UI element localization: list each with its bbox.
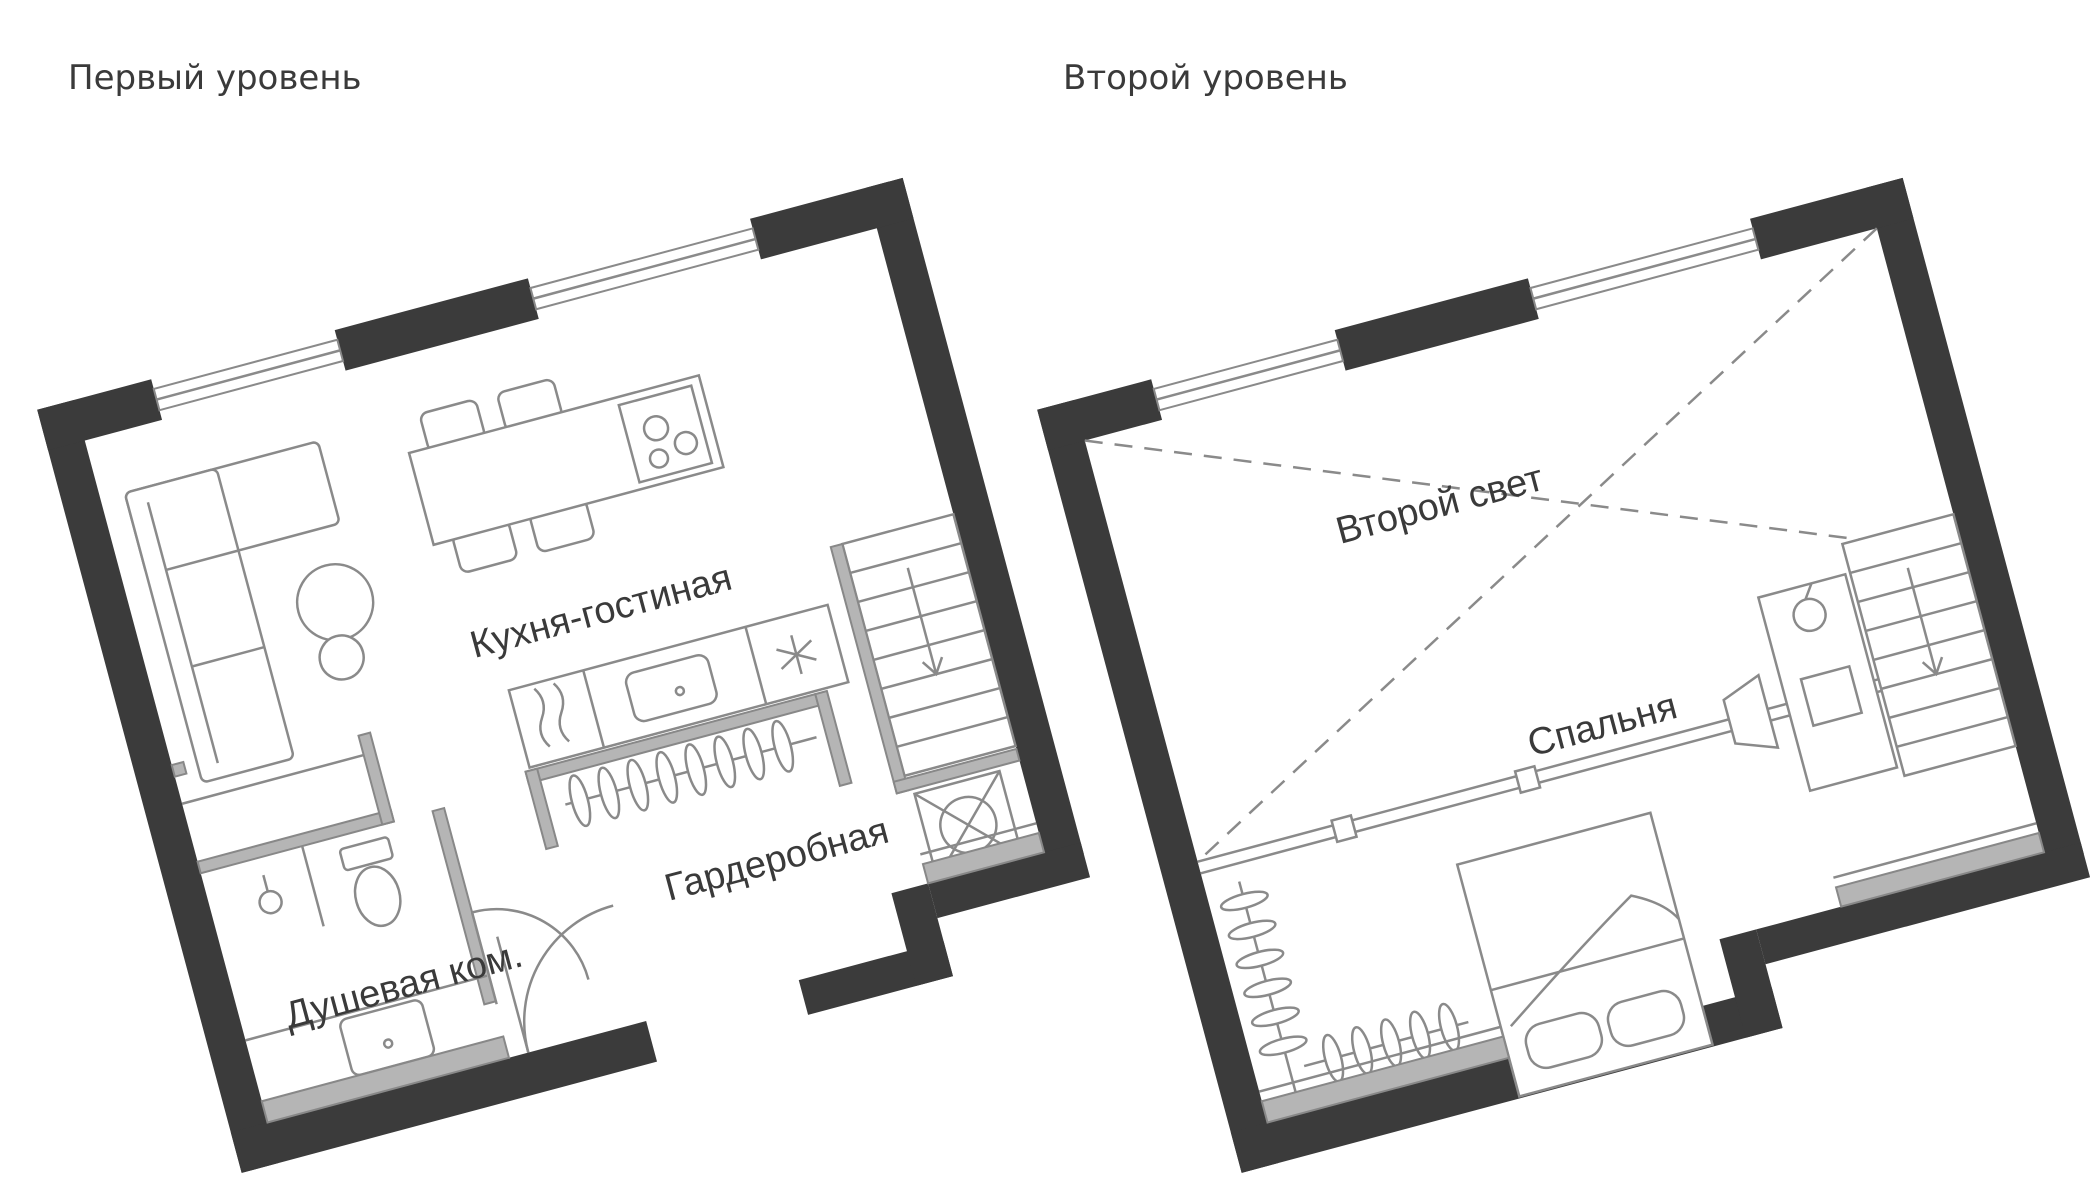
coffee-table: [295, 562, 375, 681]
sink-icon: [339, 999, 436, 1077]
entrance-door: [470, 904, 614, 1053]
double-height-void: [1084, 227, 1964, 863]
level-2-title: Второй уровень: [1063, 58, 1348, 98]
level-1-plan: Кухня-гостиная Душевая ком. Гардеробная: [37, 177, 1091, 1173]
shower-icon: [258, 874, 283, 915]
wardrobe: [524, 689, 853, 851]
kitchen-island: [407, 373, 725, 573]
snowflake-icon: [776, 635, 817, 675]
bottom-cabinets: [920, 822, 1046, 885]
stairs: [829, 512, 1021, 795]
desk: [1722, 572, 1899, 793]
stairs-level-2: [1840, 512, 2018, 778]
bottom-partitions-level-2: [1258, 822, 2046, 1124]
level-2-windows: [1152, 227, 1760, 412]
toilet-icon: [338, 836, 402, 928]
chair-icon: [1722, 673, 1780, 750]
level-1-walls: [37, 177, 1091, 1173]
level-1-title: Первый уровень: [68, 58, 362, 98]
bathroom: [170, 731, 511, 1124]
level-1-windows: [152, 227, 760, 412]
bed: [1455, 811, 1715, 1098]
stair-arrow-icon: [906, 567, 938, 675]
kitchen-counter: [507, 603, 850, 770]
sofa: [124, 441, 340, 783]
level-2-plan: Второй свет Спальня: [1037, 177, 2091, 1173]
stove-heat-icon: [533, 682, 571, 748]
level-2-floor: [1083, 224, 2057, 1113]
hangers: [568, 719, 795, 828]
stair-arrow-icon-2: [1906, 567, 1938, 675]
level-1-floor: [83, 224, 1057, 1113]
